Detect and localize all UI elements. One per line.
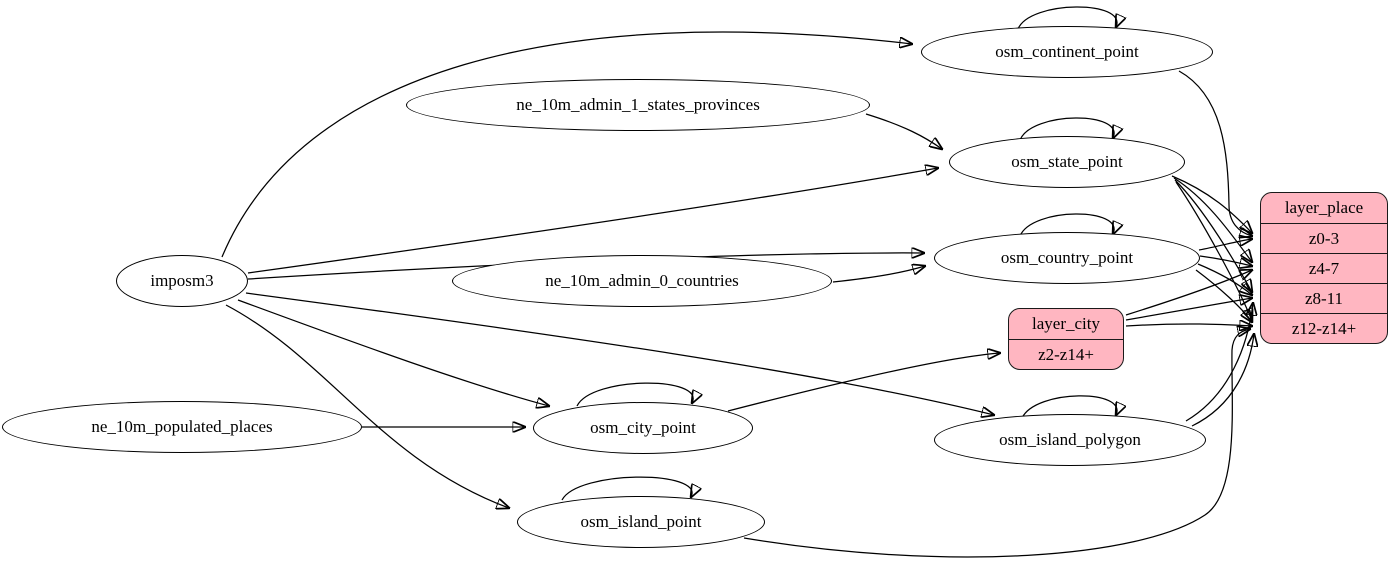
edge-ne-admin0-osm-country-point [832, 266, 925, 283]
record-layer-place-row-z12-z14: z12-z14+ [1261, 313, 1387, 343]
edge-state-z8-11 [1174, 179, 1252, 292]
edge-country-z12-z14 [1195, 269, 1252, 322]
edge-country-z8-11 [1197, 263, 1252, 295]
node-osm-country-point-label: osm_country_point [1000, 248, 1134, 267]
edge-imposm3-osm-continent-point [221, 31, 912, 258]
node-osm-island-point: osm_island_point [517, 496, 765, 548]
node-osm-continent-point-label: osm_continent_point [995, 42, 1139, 61]
record-layer-place-row-z0-3: z0-3 [1261, 223, 1387, 253]
node-osm-state-point-label: osm_state_point [1011, 152, 1123, 171]
edge-imposm3-osm-island-polygon [245, 292, 994, 415]
edge-island-point-z12-z14 [743, 329, 1250, 558]
node-ne-10m-admin-1-states-provinces-label: ne_10m_admin_1_states_provinces [516, 95, 760, 114]
record-layer-place-row-z4-7: z4-7 [1261, 253, 1387, 283]
edge-country-z4-7 [1199, 255, 1252, 266]
selfloop-osm-country-point [1019, 213, 1114, 236]
edge-city-layer-city [727, 353, 1000, 412]
edge-layer-city-z8-11 [1125, 298, 1252, 321]
node-ne-10m-populated-places-label: ne_10m_populated_places [91, 417, 273, 436]
node-osm-city-point: osm_city_point [533, 402, 753, 454]
node-imposm3-label: imposm3 [150, 271, 214, 290]
edge-layer-city-z12-z14 [1125, 324, 1252, 326]
selfloop-osm-state-point [1019, 117, 1114, 140]
node-ne-10m-populated-places: ne_10m_populated_places [2, 401, 362, 453]
edge-imposm3-osm-city-point [237, 299, 549, 406]
node-ne-10m-admin-0-countries-label: ne_10m_admin_0_countries [545, 271, 739, 290]
node-osm-island-polygon: osm_island_polygon [934, 414, 1206, 466]
edge-imposm3-osm-island-point [225, 304, 509, 508]
edge-continent-z0-3 [1178, 70, 1252, 236]
edge-island-polygon-z8-11 [1185, 303, 1253, 422]
selfloop-osm-island-point [561, 476, 692, 501]
record-layer-city-title: layer_city [1032, 314, 1100, 333]
selfloop-osm-city-point [576, 382, 693, 407]
node-ne-10m-admin-1-states-provinces: ne_10m_admin_1_states_provinces [406, 79, 870, 131]
record-layer-place: layer_place z0-3 z4-7 z8-11 z12-z14+ [1260, 192, 1388, 344]
selfloop-osm-continent-point [1017, 6, 1117, 29]
edge-country-z0-3 [1198, 239, 1252, 251]
edge-island-polygon-z12-z14 [1191, 334, 1254, 427]
record-layer-place-title: layer_place [1284, 198, 1364, 217]
node-osm-island-point-label: osm_island_point [580, 512, 702, 531]
edge-state-z0-3 [1171, 175, 1252, 233]
node-osm-state-point: osm_state_point [949, 136, 1185, 188]
node-osm-island-polygon-label: osm_island_polygon [999, 430, 1141, 449]
edge-layer-city-z4-7 [1125, 270, 1252, 316]
node-osm-city-point-label: osm_city_point [590, 418, 696, 437]
edge-state-z4-7 [1173, 177, 1252, 262]
node-ne-10m-admin-0-countries: ne_10m_admin_0_countries [452, 255, 832, 307]
node-imposm3: imposm3 [116, 255, 248, 307]
node-osm-country-point: osm_country_point [934, 232, 1200, 284]
node-osm-continent-point: osm_continent_point [921, 26, 1213, 78]
edge-ne-admin1-osm-state-point [865, 113, 942, 149]
record-layer-city-row-z2-z14: z2-z14+ [1009, 339, 1123, 369]
record-layer-place-row-z8-11: z8-11 [1261, 283, 1387, 313]
record-layer-city: layer_city z2-z14+ [1008, 308, 1124, 370]
edge-imposm3-osm-state-point [247, 168, 938, 274]
selfloop-osm-island-polygon [1021, 395, 1117, 419]
